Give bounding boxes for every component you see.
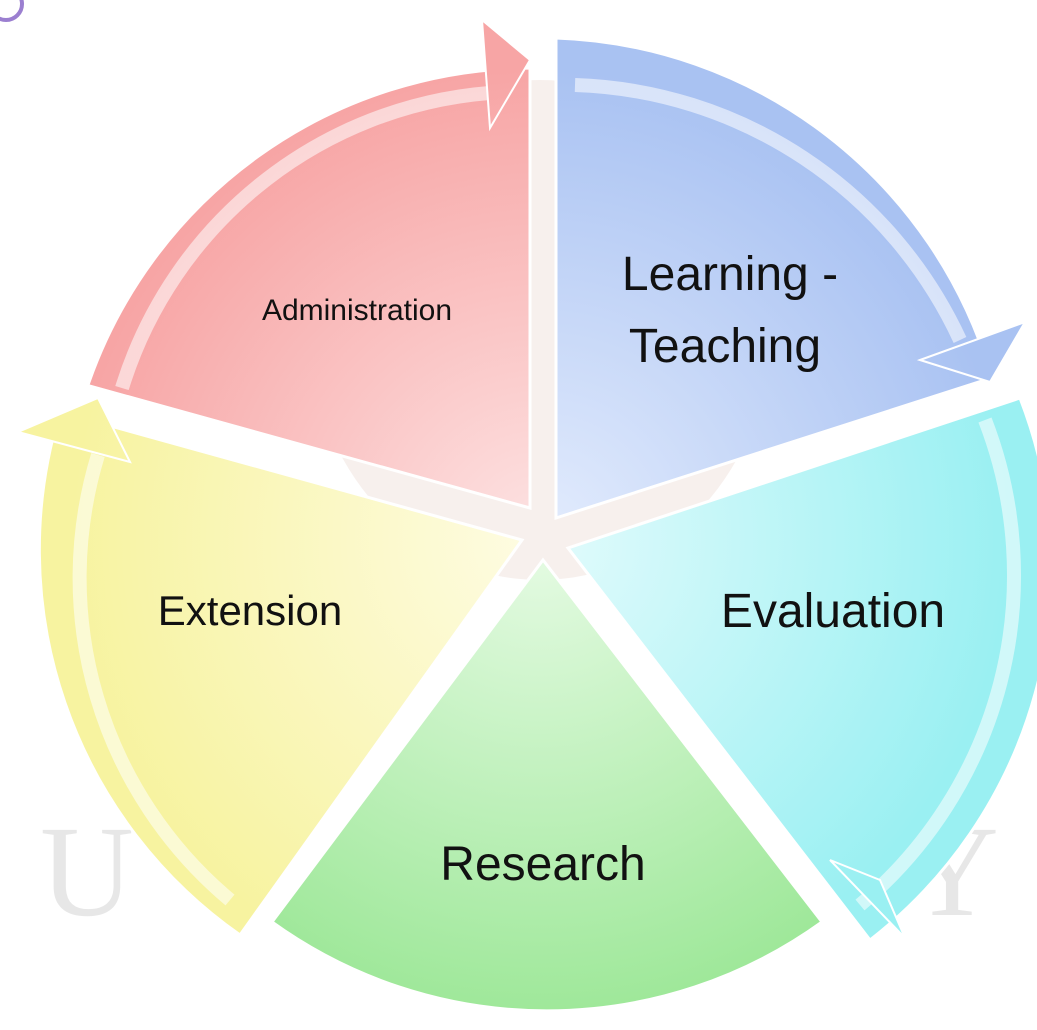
extension-label: Extension [158,587,342,634]
learning-teaching-label-line1: Learning - [622,248,838,301]
learning-teaching-label-line2: Teaching [629,320,821,373]
evaluation-arrowhead-icon [829,859,906,939]
administration-label: Administration [262,294,452,327]
corner-badge-icon [0,0,24,22]
learning-teaching-arrow-band [574,78,967,343]
research-wedge [269,557,825,1013]
evaluation-label: Evaluation [721,585,945,638]
segment-evaluation[interactable]: Evaluation [565,396,1037,943]
extension-arrowhead-icon [14,396,132,464]
segment-research[interactable]: Research [269,557,825,1013]
watermark-letter-u: U [40,800,134,944]
evaluation-wedge [565,396,1037,943]
extension-arrow-band [72,452,235,906]
administration-arrow-band [115,85,506,391]
extension-wedge [37,410,525,938]
segment-learning-teaching[interactable]: Learning - Teaching [554,36,1028,521]
administration-arrowhead-icon [480,17,532,132]
administration-wedge [67,66,532,510]
evaluation-arrow-band [855,417,1021,911]
learning-teaching-wedge [554,36,992,521]
segment-administration[interactable]: Administration [67,17,532,510]
learning-teaching-arrowhead-icon [916,320,1028,384]
segment-extension[interactable]: Extension [14,396,525,938]
research-label: Research [440,838,645,891]
